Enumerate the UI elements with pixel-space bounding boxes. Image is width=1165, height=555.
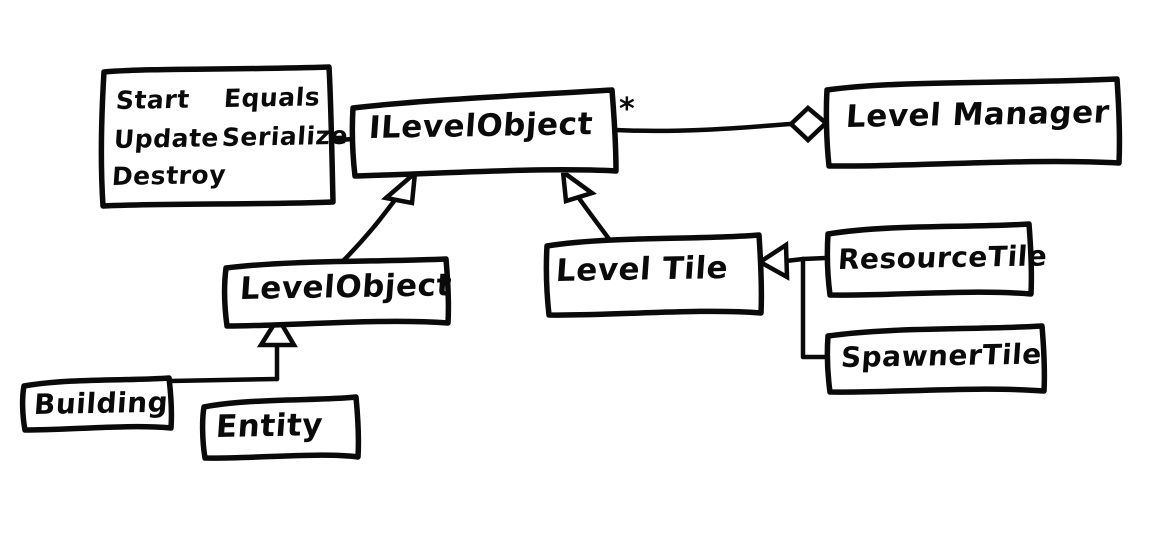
- leveltile-box[interactable]: [543, 232, 765, 318]
- generalization-arrow-leveltile-icon: [560, 167, 597, 204]
- edge-building-branch: [167, 376, 280, 384]
- resourcetile-label: ResourceTile: [836, 239, 1049, 276]
- resourcetile-fill: [827, 223, 1033, 297]
- edge-aggregation-line: [612, 121, 793, 134]
- ilevelobject-box[interactable]: [349, 87, 619, 179]
- building-fill: [22, 377, 172, 431]
- levelmanager-box[interactable]: [823, 76, 1123, 169]
- methods-note-fill: [101, 66, 334, 206]
- resourcetile-box[interactable]: [824, 221, 1035, 298]
- spawnertile-label: SpawnerTile: [839, 337, 1043, 374]
- method-label-destroy: Destroy: [110, 160, 228, 191]
- entity-label: Entity: [214, 407, 325, 445]
- levelobject-fill: [224, 258, 450, 327]
- levelmanager-label: Level Manager: [844, 94, 1111, 135]
- methods-note-box[interactable]: [98, 64, 336, 209]
- leveltile-label: Level Tile: [554, 250, 730, 289]
- multiplicity-star-label: *: [619, 92, 636, 127]
- method-label-serialize: Serialize: [220, 120, 350, 152]
- entity-fill: [202, 396, 360, 461]
- ilevelobject-fill: [352, 89, 617, 176]
- edge-levelobject-to-ilevelobject: [338, 193, 401, 266]
- edge-resourcetile-branch: [800, 255, 829, 262]
- edge-tile-tree-trunk: [800, 256, 830, 360]
- building-label: Building: [32, 385, 170, 421]
- generalization-arrow-levelobject-icon: [381, 167, 418, 206]
- levelmanager-fill: [826, 78, 1121, 167]
- method-label-equals: Equals: [222, 82, 322, 113]
- generalization-arrow-levelobject-bottom-icon: [256, 313, 298, 348]
- spawnertile-box[interactable]: [824, 323, 1048, 395]
- spawnertile-fill: [827, 325, 1046, 394]
- aggregation-diamond-icon: [787, 104, 830, 144]
- levelobject-label: LevelObject: [238, 267, 454, 307]
- method-label-update: Update: [112, 123, 221, 154]
- edge-tile-tree-to-leveltile: [783, 256, 806, 264]
- edge-leveltile-to-ilevelobject: [573, 191, 615, 246]
- entity-box[interactable]: [199, 394, 362, 461]
- levelobject-box[interactable]: [221, 256, 452, 329]
- method-label-start: Start: [114, 84, 191, 115]
- generalization-arrow-leveltile-right-icon: [755, 240, 790, 281]
- leveltile-fill: [546, 234, 763, 317]
- building-box[interactable]: [19, 375, 175, 433]
- ilevelobject-label: ILevelObject: [367, 106, 595, 146]
